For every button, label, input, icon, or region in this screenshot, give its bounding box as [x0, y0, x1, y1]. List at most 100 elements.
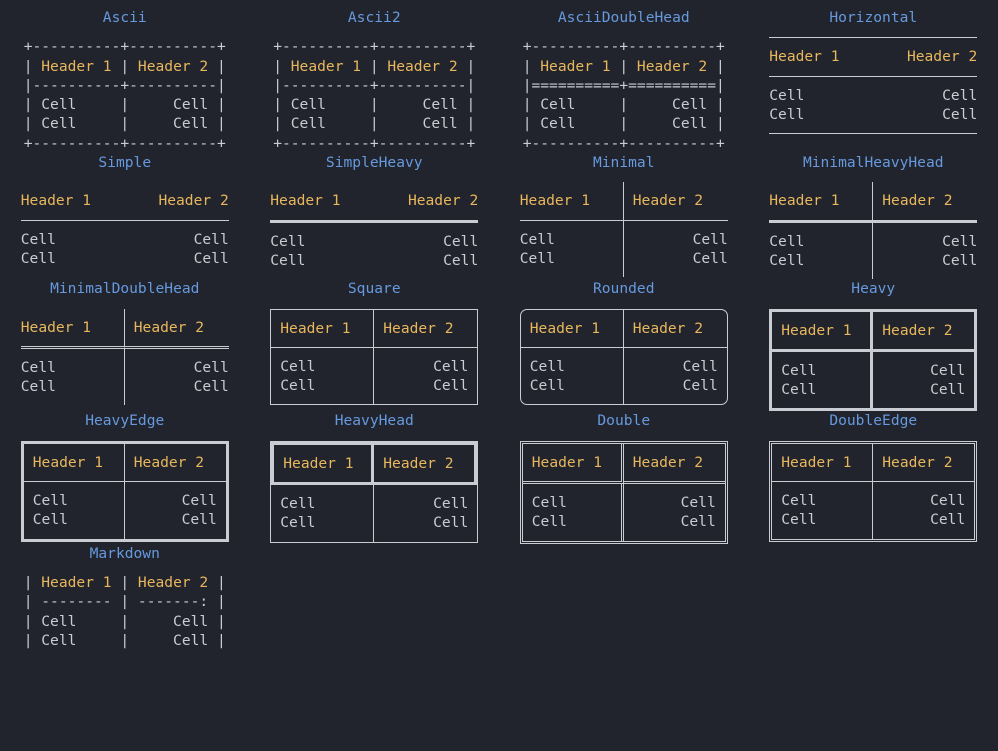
column-header-2: Header 2 — [873, 312, 975, 352]
cell-value: Cell — [20, 358, 56, 376]
cell-value: Cell — [280, 377, 316, 395]
column-header-1: Header 1 — [522, 443, 624, 485]
cell-value: Cell — [930, 381, 966, 399]
cell-value: Cell — [443, 232, 479, 250]
cell-value: Cell — [270, 251, 306, 269]
cell-value: Cell — [519, 230, 555, 248]
column-header-1: Header 1 — [772, 443, 874, 483]
cell-value: Cell — [781, 511, 817, 529]
column-header-2: Header 2 — [374, 441, 478, 486]
cell-value: Cell — [193, 249, 229, 267]
table-style-title: HeavyEdge — [85, 412, 165, 430]
column-header-1: Header 1 — [271, 309, 375, 348]
cell-value: Cell — [32, 492, 68, 510]
table-style-title: Heavy — [851, 280, 896, 298]
column-header-1: Header 1 — [271, 441, 375, 486]
table-style-title: HeavyHead — [334, 412, 414, 430]
cell-value: Cell — [930, 361, 966, 379]
table-row: | Header 1 | Header 2 | — [522, 57, 725, 75]
column-header-2: Header 2 — [124, 182, 229, 221]
table-row: +----------+----------+ — [23, 134, 226, 152]
table-row: | Header 1 | Header 2 | — [273, 57, 476, 75]
cell-value: Cell — [433, 357, 469, 375]
table-row: +----------+----------+ — [273, 38, 476, 56]
cell-value: Cell — [433, 495, 469, 513]
cell-value: Cell — [20, 249, 56, 267]
cell-value: Cell — [930, 492, 966, 510]
cell-value: Cell — [769, 105, 805, 123]
table-row: | Cell | Cell | — [522, 96, 725, 114]
column-header-1: Header 1 — [270, 182, 375, 223]
table-style-title: MinimalDoubleHead — [50, 280, 200, 298]
table-style-title: Horizontal — [829, 9, 918, 26]
cell-value: Cell — [181, 511, 217, 529]
table-row: | Cell | Cell | — [273, 115, 476, 133]
cell-value: Cell — [942, 105, 978, 123]
cell-value: Cell — [433, 377, 469, 395]
table-demo-markdown: Markdown| Header 1 | Header 2 || -------… — [0, 544, 250, 650]
table-row: |----------+----------| — [23, 76, 226, 94]
column-header-1: Header 1 — [20, 308, 125, 349]
cell-value: Cell — [781, 361, 817, 379]
cell-value: Cell — [280, 514, 316, 532]
table-row: |==========+==========| — [522, 76, 725, 94]
table-row: | -------- | -------: | — [23, 593, 226, 611]
table-row: | Cell | Cell | — [23, 96, 226, 114]
table-demo-ascii-double-head: AsciiDoubleHead+----------+----------+| … — [499, 8, 749, 153]
table-row: | Header 1 | Header 2 | — [23, 573, 226, 591]
table-row: | Cell | Cell | — [23, 115, 226, 133]
table-style-title: Ascii2 — [347, 9, 401, 26]
cell-value: Cell — [181, 492, 217, 510]
cell-value: Cell — [519, 249, 555, 267]
table-style-title: SimpleHeavy — [325, 154, 423, 172]
table-demo-ascii: Ascii+----------+----------+| Header 1 |… — [0, 8, 250, 153]
cell-value: Cell — [680, 513, 716, 531]
